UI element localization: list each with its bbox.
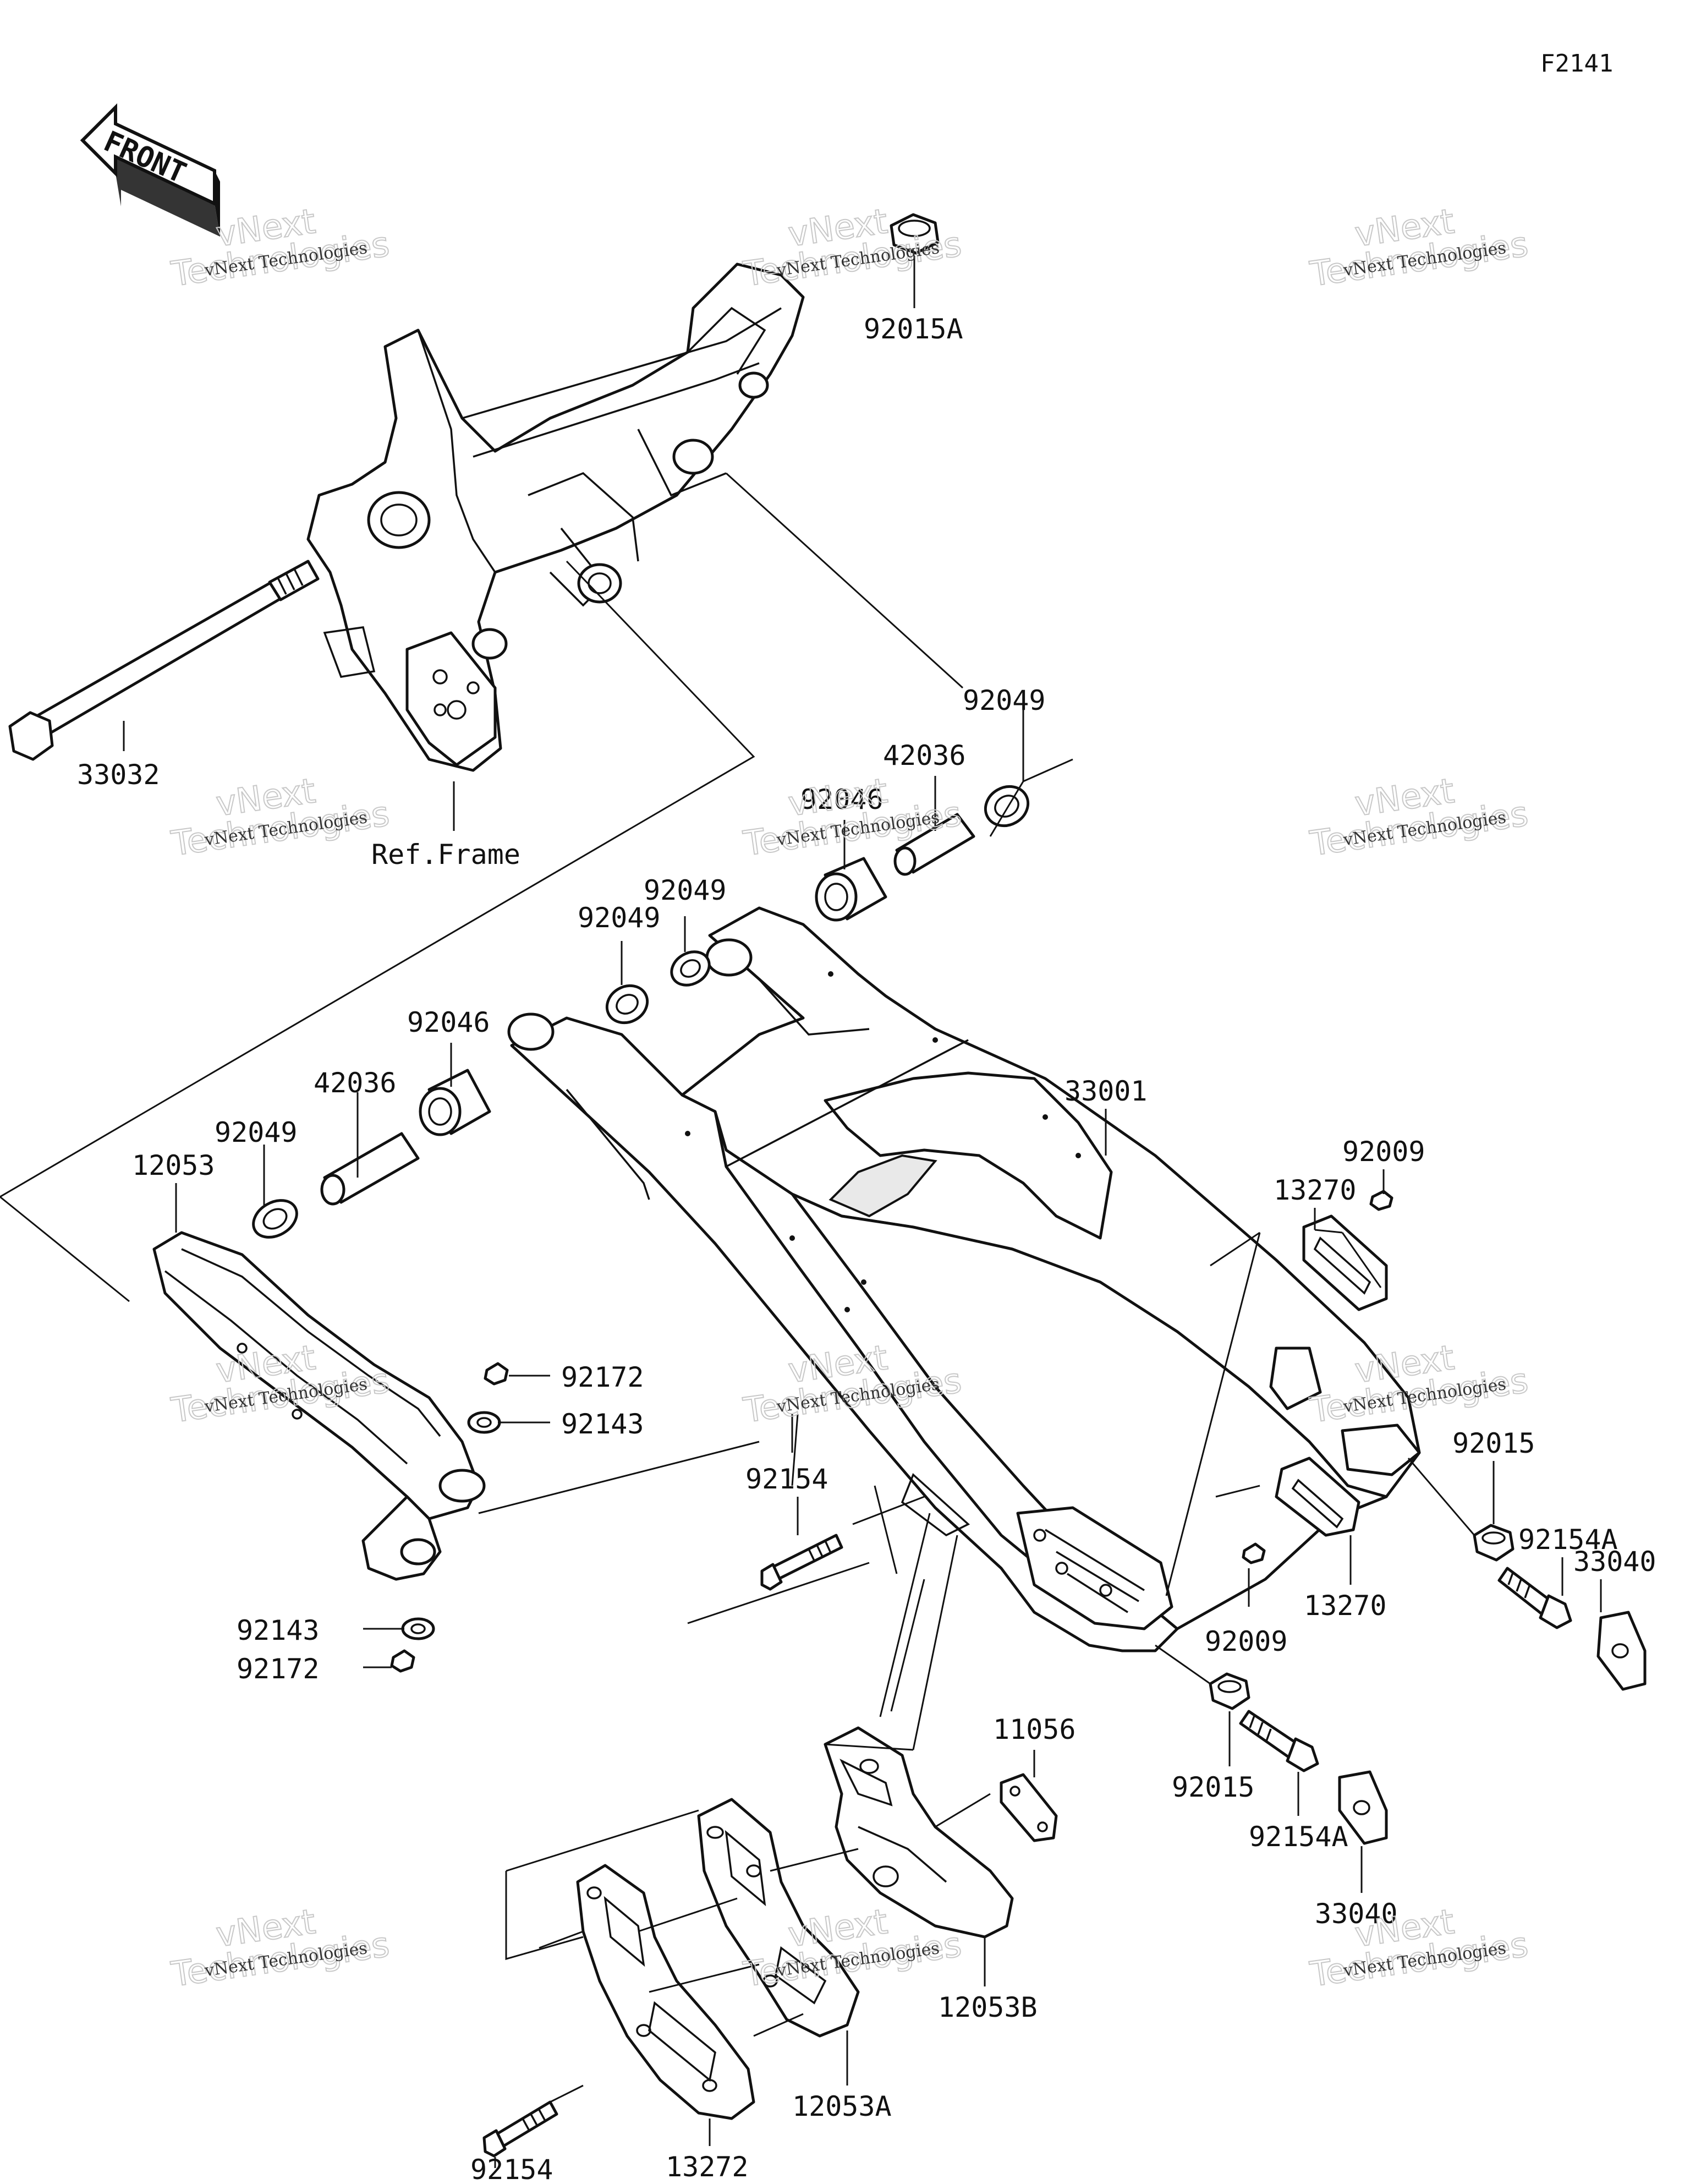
- adjuster-block-33040-right: [1596, 1611, 1647, 1691]
- label-42036-a: 42036: [883, 740, 966, 771]
- needle-bearing-92046-left: [419, 1069, 491, 1136]
- label-ref-frame: Ref.Frame: [371, 839, 520, 871]
- needle-bearing-92046-right: [815, 857, 887, 922]
- label-92015A: 92015A: [864, 313, 963, 345]
- label-33032: 33032: [77, 759, 160, 791]
- frame-drawing: [306, 262, 805, 772]
- nut-92015-bottom: [1209, 1672, 1250, 1710]
- watermark: vNext Technologies vNext Technologies: [1307, 200, 1532, 295]
- plate-13270-top: [1302, 1214, 1388, 1311]
- collar-92143-bottom: [401, 1617, 435, 1640]
- watermark: vNext Technologies vNext Technologies: [168, 1901, 393, 1995]
- label-33040-a: 33040: [1573, 1546, 1656, 1578]
- bolt-92154A-bottom: [1239, 1710, 1319, 1772]
- label-33001: 33001: [1065, 1075, 1148, 1107]
- bolt-92154-middle: [760, 1534, 843, 1591]
- bolt-92172-bottom: [390, 1649, 415, 1673]
- label-92143-a: 92143: [561, 1408, 644, 1440]
- label-13270-a: 13270: [1274, 1174, 1357, 1206]
- label-92172-b: 92172: [237, 1653, 320, 1685]
- label-12053A: 12053A: [792, 2090, 892, 2122]
- label-92015-b: 92015: [1172, 1771, 1255, 1803]
- collar-92143-top: [467, 1411, 501, 1434]
- label-92154-a: 92154: [745, 1463, 828, 1495]
- seal-92049-left: [252, 1199, 298, 1239]
- diagram-code: F2141: [1540, 50, 1613, 78]
- pivot-shaft-33032: [8, 560, 320, 761]
- collar-42036-left: [320, 1132, 420, 1206]
- plate-13270-bottom: [1275, 1457, 1360, 1537]
- collar-42036-right: [893, 813, 975, 876]
- label-92015-a: 92015: [1452, 1427, 1535, 1459]
- swingarm-33001: [507, 906, 1421, 1652]
- label-92046-a: 92046: [800, 784, 884, 815]
- label-92009-b: 92009: [1205, 1625, 1288, 1657]
- label-42036-b: 42036: [314, 1067, 397, 1099]
- chain-guide-12053B: [824, 1726, 1014, 1939]
- label-12053: 12053: [132, 1150, 215, 1181]
- adjuster-block-33040-bottom: [1338, 1770, 1388, 1845]
- guide-plate-13272: [576, 1864, 755, 2120]
- chain-guide-12053A: [697, 1798, 860, 2038]
- front-arrow-icon: [80, 103, 220, 237]
- label-92046-b: 92046: [407, 1006, 490, 1038]
- seal-92049-top: [984, 785, 1030, 828]
- label-92049-c: 92049: [578, 902, 661, 934]
- frame-boundary-line: [0, 560, 755, 1302]
- label-33040-b: 33040: [1315, 1898, 1398, 1930]
- label-92154A-b: 92154A: [1249, 1821, 1348, 1853]
- label-92049-b: 92049: [644, 874, 727, 906]
- label-92049-d: 92049: [215, 1116, 298, 1148]
- bracket-11056: [1000, 1773, 1058, 1842]
- label-92009-a: 92009: [1342, 1136, 1425, 1168]
- seal-92049-right-1: [670, 950, 711, 987]
- bolt-92009-top: [1369, 1190, 1393, 1211]
- label-12053B: 12053B: [938, 1991, 1038, 2023]
- watermark: vNext Technologies vNext Technologies: [740, 200, 965, 295]
- watermark: vNext Technologies vNext Technologies: [1307, 770, 1532, 864]
- label-11056: 11056: [993, 1714, 1076, 1745]
- label-92154-b: 92154: [470, 2154, 553, 2184]
- chain-slider-12053: [152, 1231, 486, 1581]
- bolt-92154-bottom: [482, 2100, 558, 2158]
- label-13270-b: 13270: [1304, 1590, 1387, 1622]
- nut-92015A: [890, 213, 940, 255]
- label-92172-a: 92172: [561, 1361, 644, 1393]
- nut-92015-right: [1473, 1524, 1515, 1562]
- bolt-92009-bottom: [1242, 1542, 1266, 1564]
- watermark: vNext Technologies vNext Technologies: [168, 770, 393, 864]
- seal-92049-middle: [605, 984, 649, 1025]
- bolt-92172-top: [484, 1362, 509, 1386]
- bolt-92154A-right: [1497, 1567, 1572, 1629]
- part-labels: 92015A 33032 Ref.Frame 92049 42036 92046…: [77, 313, 1656, 2184]
- label-92049-a: 92049: [963, 685, 1046, 716]
- label-13272: 13272: [666, 2151, 749, 2183]
- label-92154A-a: 92154A: [1518, 1524, 1618, 1556]
- leader-lines: [123, 256, 1602, 2168]
- label-92143-b: 92143: [237, 1614, 320, 1646]
